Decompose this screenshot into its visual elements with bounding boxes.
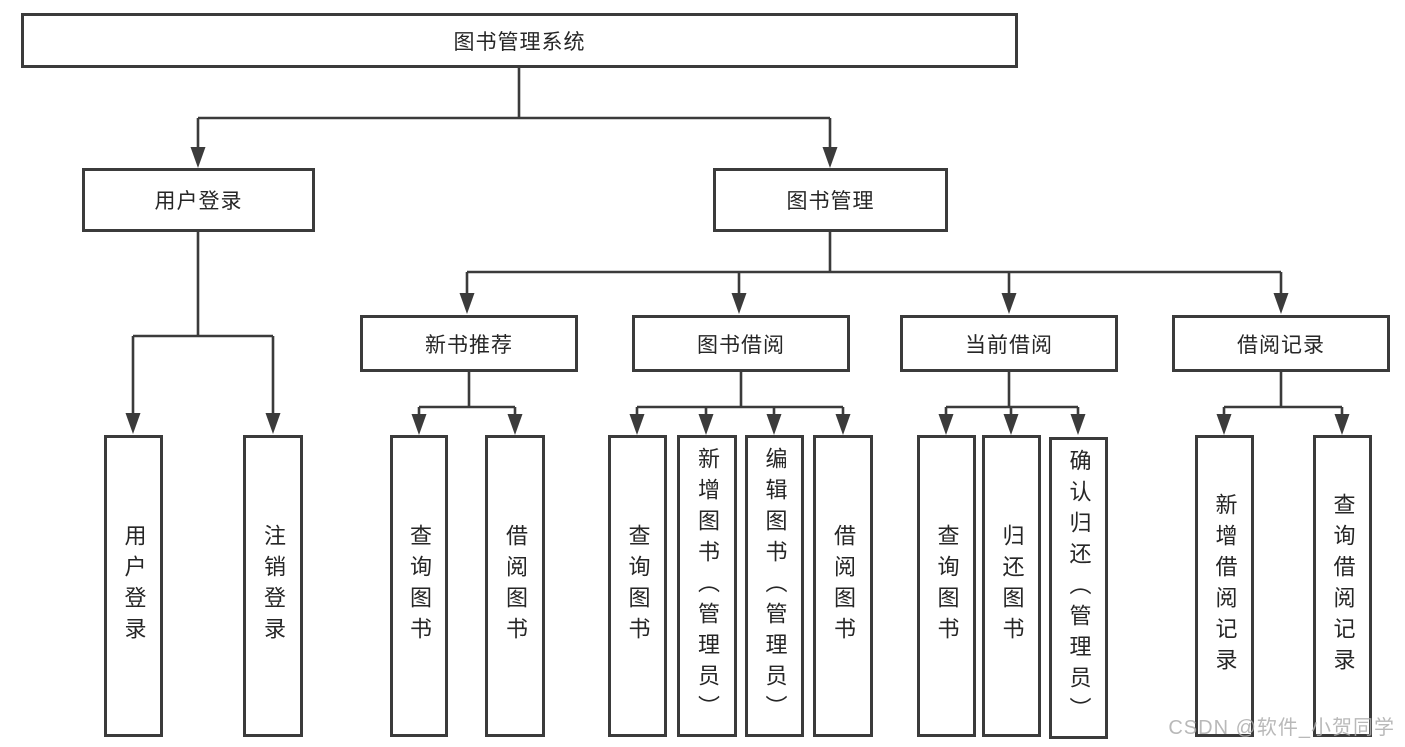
leaf-edit-book-admin: 编辑图书（管理员） — [745, 435, 804, 737]
node-new-book-recommend: 新书推荐 — [360, 315, 578, 372]
leaf-borrow-query-books: 查询图书 — [608, 435, 667, 737]
node-user-login: 用户登录 — [82, 168, 315, 232]
node-book-management: 图书管理 — [713, 168, 948, 232]
arrowhead-icons — [125, 147, 1350, 435]
leaf-recommend-query-books: 查询图书 — [390, 435, 448, 737]
node-book-borrow: 图书借阅 — [632, 315, 850, 372]
node-root-system: 图书管理系统 — [21, 13, 1018, 68]
leaf-confirm-return-admin: 确认归还（管理员） — [1049, 437, 1108, 739]
leaf-user-login: 用户登录 — [104, 435, 163, 737]
node-borrow-records: 借阅记录 — [1172, 315, 1390, 372]
leaf-logout: 注销登录 — [243, 435, 303, 737]
leaf-recommend-borrow-books: 借阅图书 — [485, 435, 545, 737]
leaf-add-book-admin: 新增图书（管理员） — [677, 435, 737, 737]
leaf-return-books: 归还图书 — [982, 435, 1041, 737]
leaf-current-query-books: 查询图书 — [917, 435, 976, 737]
csdn-watermark: CSDN @软件_小贺同学 — [1168, 717, 1395, 739]
leaf-add-borrow-record: 新增借阅记录 — [1195, 435, 1254, 737]
leaf-borrow-books: 借阅图书 — [813, 435, 873, 737]
node-current-borrow: 当前借阅 — [900, 315, 1118, 372]
leaf-query-borrow-record: 查询借阅记录 — [1313, 435, 1372, 737]
